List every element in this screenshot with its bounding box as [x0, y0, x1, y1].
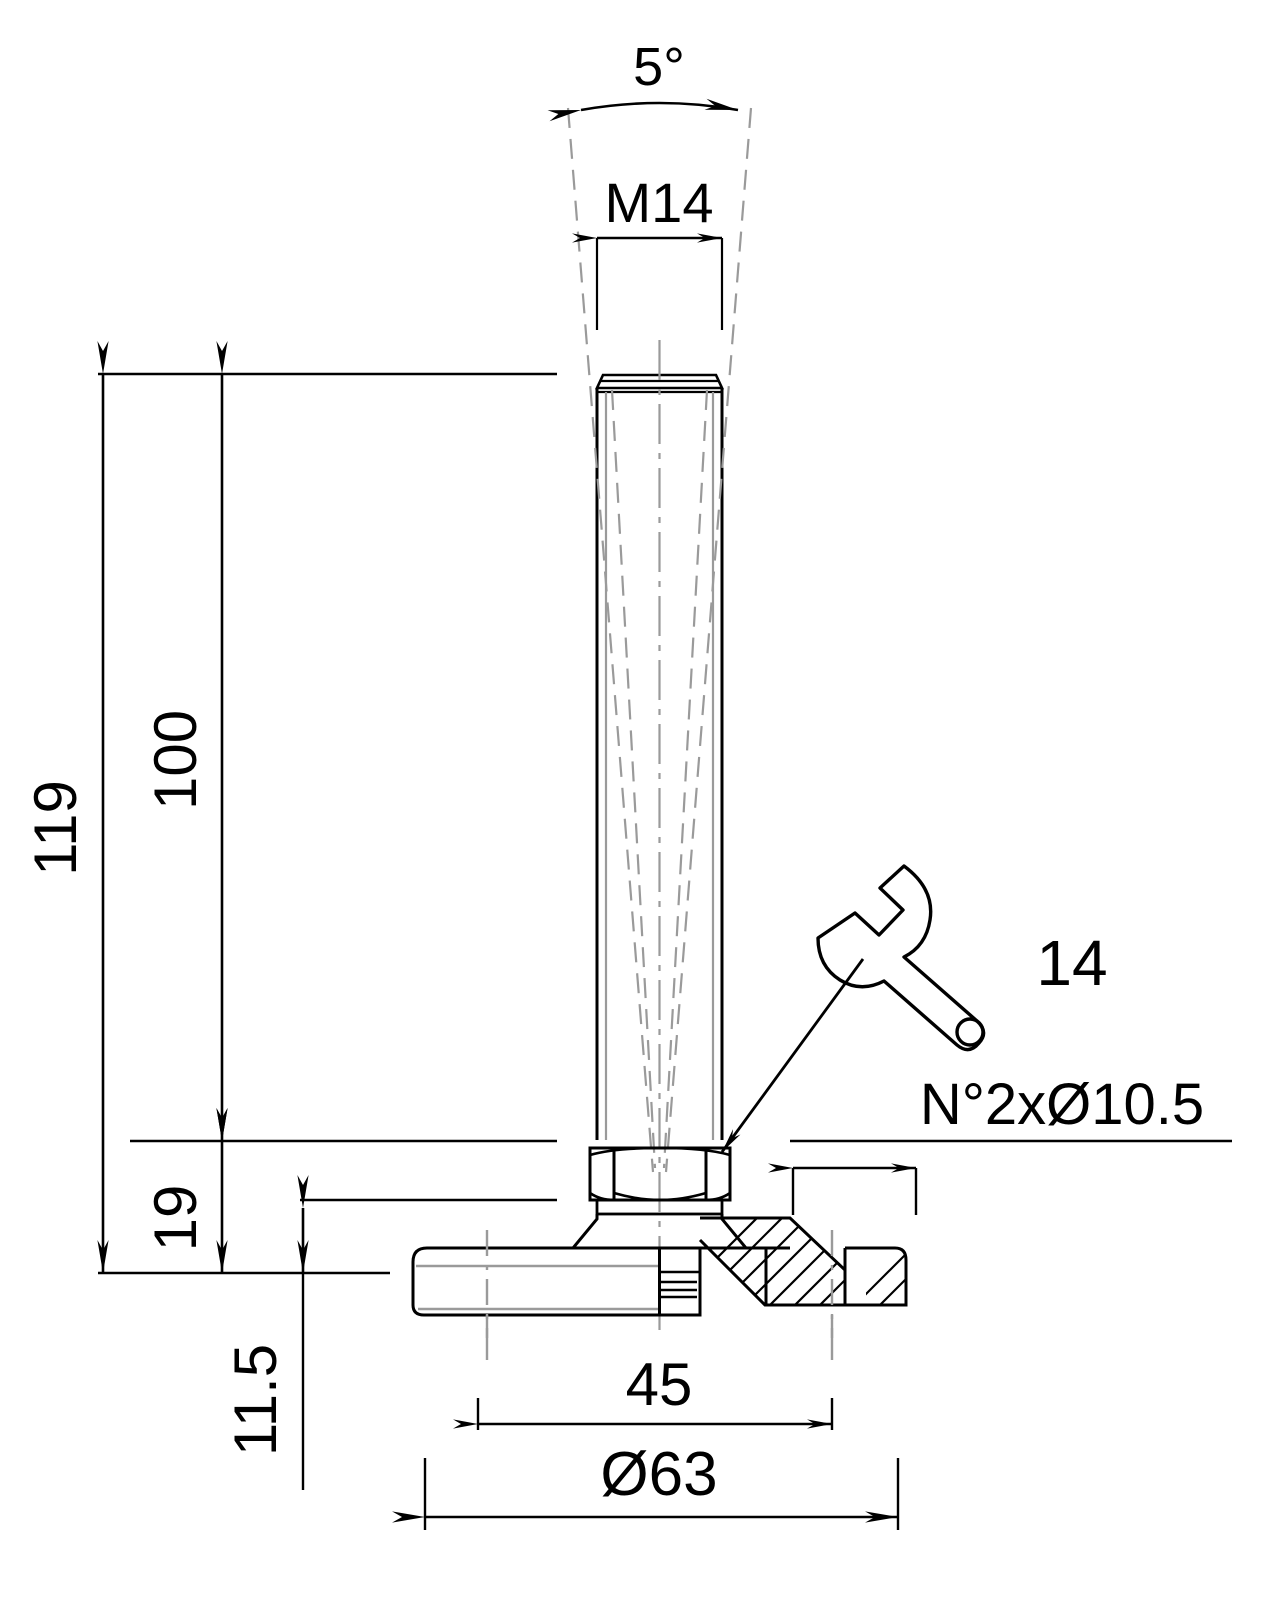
dimension-hole-callout-line — [768, 1163, 918, 1215]
dimension-label-thread: M14 — [605, 171, 714, 234]
dimension-thread-m14 — [572, 233, 724, 330]
stud-thread-root-lines — [604, 392, 715, 1140]
dimension-label-base-diameter: Ø63 — [600, 1440, 717, 1509]
hex-nut — [588, 1146, 732, 1202]
dimension-label-nut-height: 19 — [142, 1185, 209, 1252]
dimension-label-overall-height: 119 — [22, 780, 89, 876]
wrench-icon — [816, 864, 986, 1052]
wrench-leader-line — [720, 958, 865, 1153]
bottom-witness-lines — [485, 1315, 834, 1360]
stud-thread-end-lines — [659, 1270, 700, 1299]
taper-cone-guides — [566, 107, 753, 1173]
dimension-label-taper-angle: 5° — [633, 37, 685, 97]
section-hatching-rim — [866, 1248, 906, 1305]
base-plate-hole-edges-thin — [416, 1264, 659, 1311]
dimension-label-stud-length: 100 — [142, 710, 209, 810]
section-hatching-inner — [700, 1218, 845, 1305]
dimension-label-base-thickness: 11.5 — [222, 1344, 289, 1456]
dimension-label-hole-callout: N°2xØ10.5 — [920, 1072, 1204, 1137]
base-plate-outside-half — [411, 1246, 660, 1317]
dimension-taper-angle — [547, 98, 739, 122]
nut-washer-collar — [595, 1198, 724, 1216]
dimension-label-wrench-size: 14 — [1036, 927, 1107, 999]
dimension-label-bolt-circle: 45 — [626, 1351, 693, 1418]
witness-lines — [98, 372, 1232, 1275]
